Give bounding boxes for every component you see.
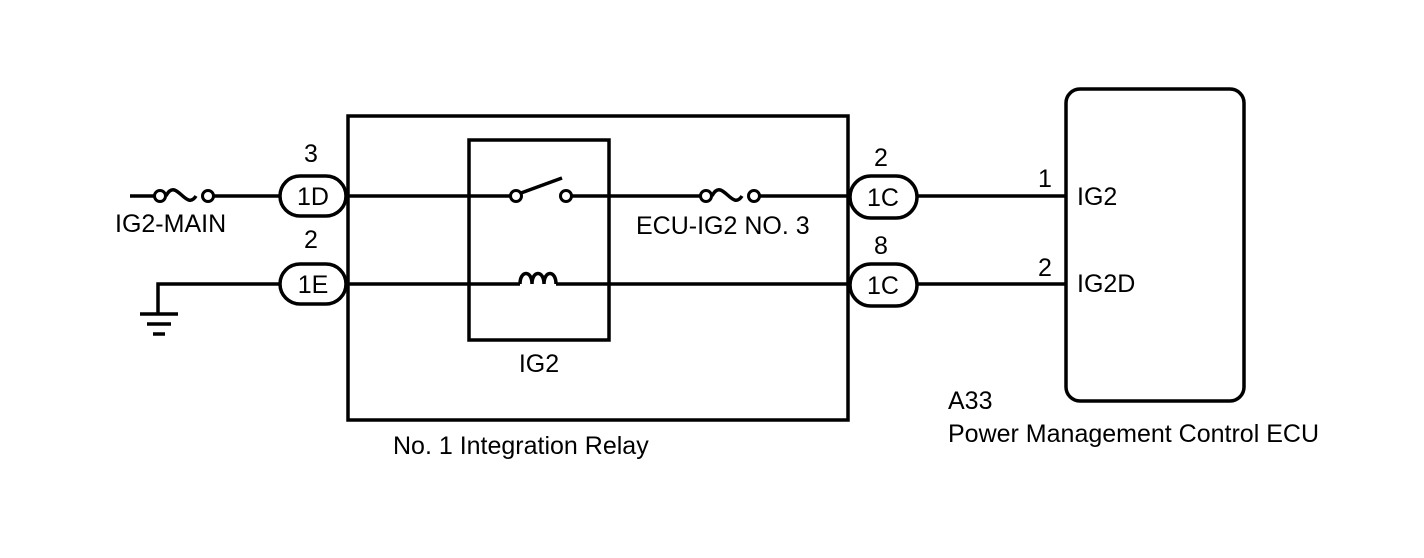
ecu-code-label: A33 <box>948 387 992 415</box>
ecu-terminal-ig2: IG2 <box>1077 183 1117 211</box>
relay-coil-icon <box>518 271 558 285</box>
bottom-circuit <box>140 271 1066 336</box>
ig2-relay-label: IG2 <box>519 350 559 378</box>
ecu-terminal-ig2d: IG2D <box>1077 270 1135 298</box>
connector-1e: 1E <box>278 262 348 306</box>
pin-number-1e: 2 <box>304 226 318 254</box>
ig2-relay-inner-box <box>467 138 611 342</box>
integration-relay-label: No. 1 Integration Relay <box>393 432 649 460</box>
pin-number-1c-bottom: 8 <box>874 232 888 260</box>
relay-switch-icon <box>509 176 573 203</box>
ecu-ig2-no3-fuse-icon <box>699 188 761 203</box>
pin-number-1d: 3 <box>304 140 318 168</box>
ig2-main-fuse-icon <box>153 188 215 203</box>
connector-1d: 1D <box>278 174 348 218</box>
ecu-name-label: Power Management Control ECU <box>948 420 1319 448</box>
connector-1e-id: 1E <box>298 271 329 299</box>
pin-number-1c-top: 2 <box>874 144 888 172</box>
connector-1c-top-id: 1C <box>867 184 899 212</box>
connector-1d-id: 1D <box>297 183 329 211</box>
ig2-main-fuse-label: IG2-MAIN <box>115 210 226 238</box>
connector-1c-bottom-id: 1C <box>867 272 899 300</box>
ecu-pin-number-ig2d: 2 <box>1038 254 1052 282</box>
ecu-box <box>1064 87 1246 403</box>
connector-1c-top: 1C <box>848 174 919 220</box>
top-circuit <box>130 176 1066 203</box>
ecu-ig2-no3-fuse-label: ECU-IG2 NO. 3 <box>636 212 810 240</box>
ground-icon <box>140 312 178 336</box>
connector-1c-bottom: 1C <box>848 262 919 308</box>
integration-relay-box <box>346 114 850 422</box>
ecu-pin-number-ig2: 1 <box>1038 165 1052 193</box>
